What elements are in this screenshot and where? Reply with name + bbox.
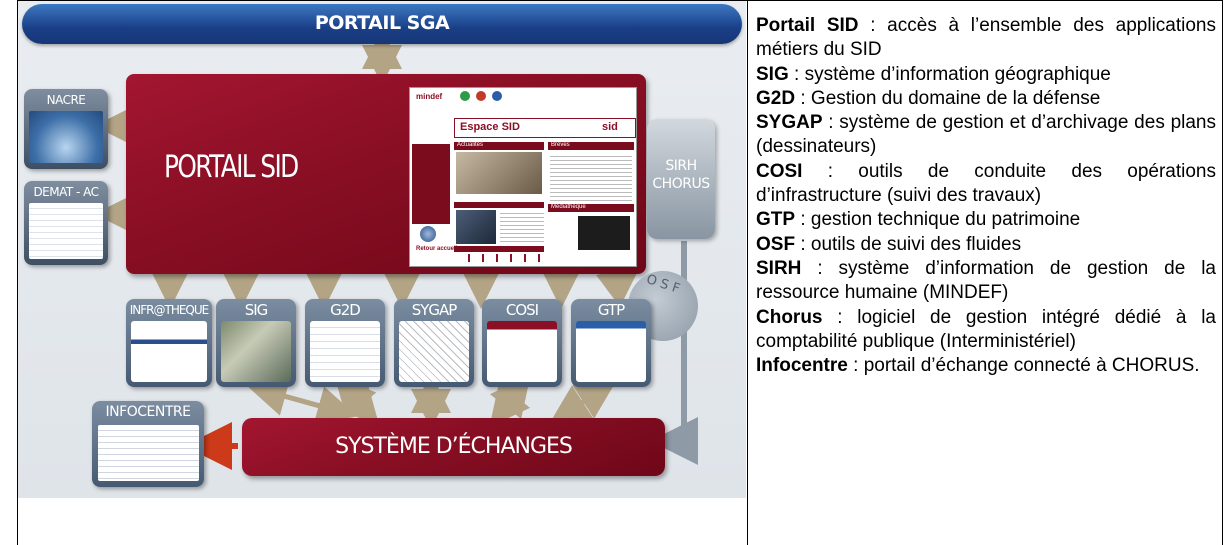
portail-sga-label: PORTAIL SGA — [314, 12, 450, 34]
app-label: SIG — [244, 301, 269, 319]
sirh-chorus-box: SIRH CHORUS — [647, 119, 715, 239]
legend-description: : système de gestion et d’archivage des … — [756, 112, 1216, 158]
legend-term: GTP — [756, 209, 796, 231]
nav-icon — [460, 91, 470, 101]
app-screenshot — [310, 321, 380, 382]
legend-term: SYGAP — [756, 112, 823, 134]
app-box-infratheque: INFR@THEQUE — [126, 299, 212, 387]
app-label: SYGAP — [411, 301, 458, 319]
espace-sid-title: Espace SID — [460, 121, 520, 133]
espace-sid-screenshot: mindef Espace SID sid Actualités Brèves … — [409, 87, 637, 267]
mediatheque-heading: Médiathèque — [551, 204, 586, 210]
app-label: GTP — [597, 301, 625, 319]
infocentre-box: INFOCENTRE — [92, 401, 204, 487]
app-screenshot — [221, 321, 291, 382]
legend-description: : portail d’échange connecté à CHORUS. — [847, 355, 1200, 377]
app-label: COSI — [505, 301, 539, 319]
nav-icon — [476, 91, 486, 101]
nacre-box: NACRE — [24, 89, 108, 169]
legend-description: : accès à l’ensemble des applications mé… — [756, 15, 1216, 61]
app-box-sig: SIG — [216, 299, 296, 387]
legend-entry: Infocentre : portail d’échange connecté … — [756, 354, 1216, 378]
app-screenshot — [131, 321, 207, 382]
app-box-g2d: G2D — [305, 299, 385, 387]
column-divider — [747, 0, 748, 545]
legend-term: COSI — [756, 160, 803, 182]
infocentre-label: INFOCENTRE — [105, 404, 191, 420]
app-screenshot — [487, 321, 557, 382]
legend-term: SIG — [756, 63, 789, 85]
news-photo — [456, 210, 496, 244]
app-box-cosi: COSI — [482, 299, 562, 387]
app-screenshot — [576, 321, 646, 382]
app-box-sygap: SYGAP — [394, 299, 474, 387]
legend-term: OSF — [756, 233, 796, 255]
demat-ac-box: DEMAT - AC — [24, 181, 108, 265]
infocentre-screenshot — [98, 425, 199, 481]
breves-heading: Brèves — [551, 142, 570, 148]
left-menu — [412, 144, 450, 224]
legend-entry: GTP : gestion technique du patrimoine — [756, 208, 1216, 232]
legend-term: Portail SID — [756, 15, 859, 36]
legend-entry: SIG : système d’information géographique — [756, 63, 1216, 87]
badge-icon — [420, 226, 436, 242]
mindef-logo: mindef — [416, 92, 443, 101]
table-frame — [17, 0, 1223, 545]
legend-entry: SIRH : système d’information de gestion … — [756, 257, 1216, 306]
legend-term: Chorus — [756, 306, 823, 328]
legend-description: : Gestion du domaine de la défense — [795, 87, 1101, 109]
sid-logo: sid — [602, 121, 618, 133]
legend-entry: SYGAP : système de gestion et d’archivag… — [756, 111, 1216, 160]
app-label: G2D — [330, 301, 361, 319]
portail-sid-box: PORTAIL SID mindef Espace SID sid Actual… — [126, 74, 646, 274]
legend-entry: Chorus : logiciel de gestion intégré déd… — [756, 306, 1216, 355]
systeme-echanges-bar: SYSTÈME D’ÉCHANGES — [242, 418, 665, 476]
legend-description: : outils de suivi des fluides — [795, 233, 1022, 255]
legend-text: Portail SID : accès à l’ensemble des app… — [756, 14, 1216, 378]
legend-term: SIRH — [756, 257, 802, 279]
legend-description: : outils de conduite des opérations d’in… — [756, 160, 1216, 207]
video-player — [578, 216, 630, 250]
sirh-label: SIRH — [665, 158, 697, 174]
actualites-heading: Actualités — [457, 142, 484, 148]
legend-description: : système d’information de gestion de la… — [756, 257, 1216, 304]
legend-description: : gestion technique du patrimoine — [795, 209, 1081, 231]
demat-ac-label: DEMAT - AC — [33, 185, 99, 199]
architecture-diagram: PORTAIL SGA NACRE DEMAT - AC PORTAIL SID… — [18, 1, 746, 498]
legend-description: : logiciel de gestion intégré dédié à la… — [756, 306, 1216, 352]
app-box-gtp: GTP — [571, 299, 651, 387]
legend-term: G2D — [756, 87, 796, 109]
legend-term: Infocentre — [756, 355, 848, 377]
portail-sga-bar: PORTAIL SGA — [22, 4, 742, 44]
nav-icon — [492, 91, 502, 101]
systeme-echanges-label: SYSTÈME D’ÉCHANGES — [335, 434, 573, 459]
legend-entry: COSI : outils de conduite des opérations… — [756, 160, 1216, 209]
retour-accueil-link: Retour accueil — [416, 246, 458, 252]
nacre-label: NACRE — [46, 93, 86, 107]
news-photo — [456, 152, 542, 194]
nacre-screenshot — [29, 111, 103, 163]
chorus-label: CHORUS — [652, 176, 710, 192]
legend-entry: OSF : outils de suivi des fluides — [756, 233, 1216, 257]
portail-sid-label: PORTAIL SID — [164, 149, 299, 185]
legend-description: : système d’information géographique — [788, 63, 1111, 85]
app-label: INFR@THEQUE — [129, 303, 210, 317]
app-screenshot — [399, 321, 469, 382]
legend-entry: G2D : Gestion du domaine de la défense — [756, 87, 1216, 111]
demat-ac-screenshot — [29, 203, 103, 259]
legend-entry: Portail SID : accès à l’ensemble des app… — [756, 14, 1216, 63]
